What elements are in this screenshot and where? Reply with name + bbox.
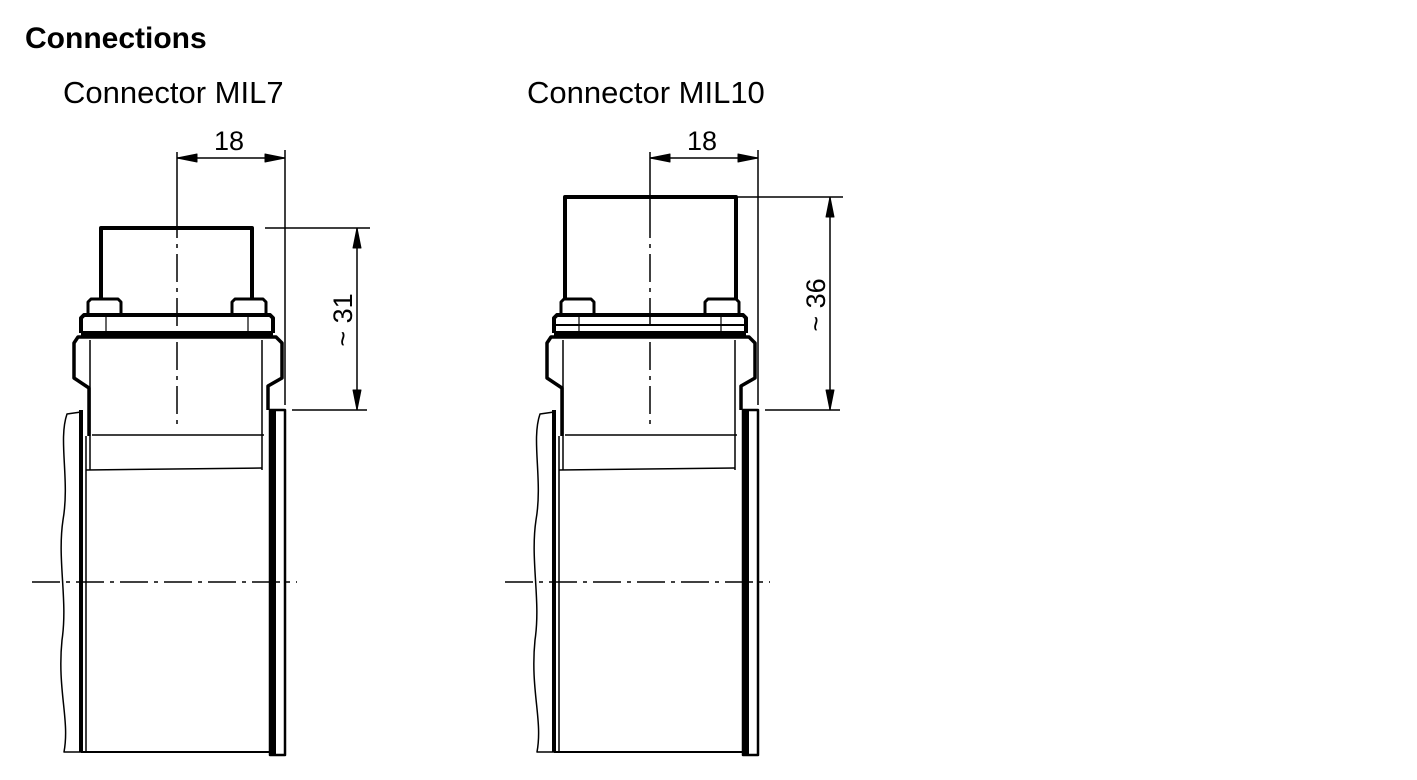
connector-mil7-drawing — [32, 150, 370, 757]
mil7-width-dimension: 18 — [214, 126, 244, 156]
mil10-height-dimension: ~ 36 — [801, 278, 831, 331]
bolt-left — [86, 297, 123, 315]
coupling-nut — [72, 335, 284, 436]
break-line — [533, 411, 555, 753]
arrowhead — [352, 227, 362, 249]
break-line — [60, 411, 82, 753]
mil10-width-dimension: 18 — [687, 126, 717, 156]
inner-line — [85, 467, 263, 471]
bolt-right — [230, 297, 268, 315]
connector-mil10-label: Connector MIL10 — [527, 75, 765, 110]
connector-cap — [563, 195, 738, 300]
bolt-left — [559, 297, 596, 315]
section-title: Connections — [25, 22, 207, 55]
connector-mil10-drawing — [505, 150, 843, 757]
inner-line — [558, 467, 736, 471]
connector-mil7-label: Connector MIL7 — [63, 75, 284, 110]
arrowhead — [825, 389, 835, 411]
arrowhead — [176, 153, 198, 163]
connector-cap — [99, 226, 254, 300]
arrowhead — [264, 153, 286, 163]
arrowhead — [649, 153, 671, 163]
bolt-right — [703, 297, 741, 315]
coupling-nut — [545, 335, 757, 436]
mil7-height-dimension: ~ 31 — [328, 293, 358, 346]
arrowhead — [352, 389, 362, 411]
arrowhead — [825, 196, 835, 218]
arrowhead — [737, 153, 759, 163]
flange — [552, 313, 748, 333]
flange — [79, 313, 275, 333]
